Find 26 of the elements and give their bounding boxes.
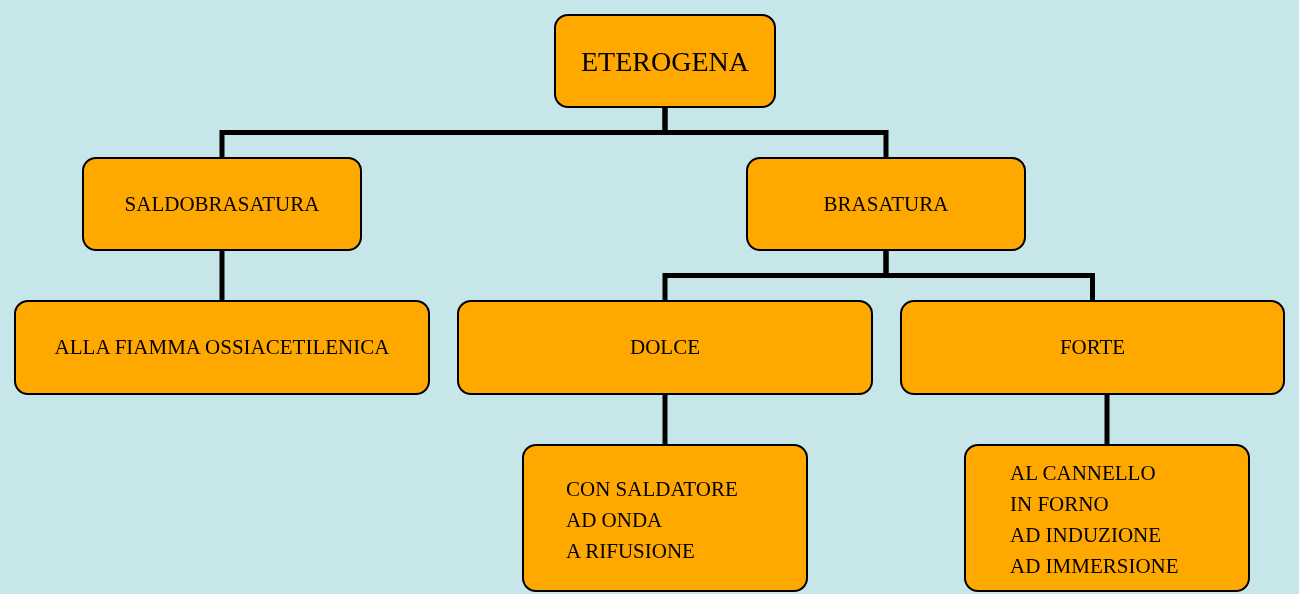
process-box — [900, 300, 1285, 395]
box-label: FORTE — [1059, 334, 1126, 361]
box-label: ETEROGENA — [581, 45, 749, 77]
box-label: DOLCE — [630, 334, 700, 361]
process-box — [82, 157, 362, 251]
box-label: AD ONDA — [566, 507, 663, 534]
connector-line — [662, 108, 889, 157]
process-box — [522, 444, 808, 592]
box-label: ALLA FIAMMA OSSIACETILENICA — [54, 334, 390, 361]
connector-line — [1104, 395, 1110, 444]
box-label: IN FORNO — [1010, 491, 1109, 518]
box-label: CON SALDATORE — [566, 476, 738, 503]
process-box — [554, 14, 776, 108]
box-label: AL CANNELLO — [1010, 460, 1156, 487]
connector-line — [662, 395, 668, 444]
process-box — [14, 300, 430, 395]
connector-line — [219, 251, 225, 300]
box-label: SALDOBRASATURA — [124, 190, 320, 218]
process-box — [746, 157, 1026, 251]
process-box — [964, 444, 1250, 592]
connector-line — [883, 251, 1095, 300]
box-label: AD INDUZIONE — [1010, 522, 1162, 549]
box-label: AD IMMERSIONE — [1010, 553, 1179, 580]
box-label: A RIFUSIONE — [566, 538, 695, 565]
process-box — [457, 300, 873, 395]
box-label: BRASATURA — [823, 190, 949, 218]
